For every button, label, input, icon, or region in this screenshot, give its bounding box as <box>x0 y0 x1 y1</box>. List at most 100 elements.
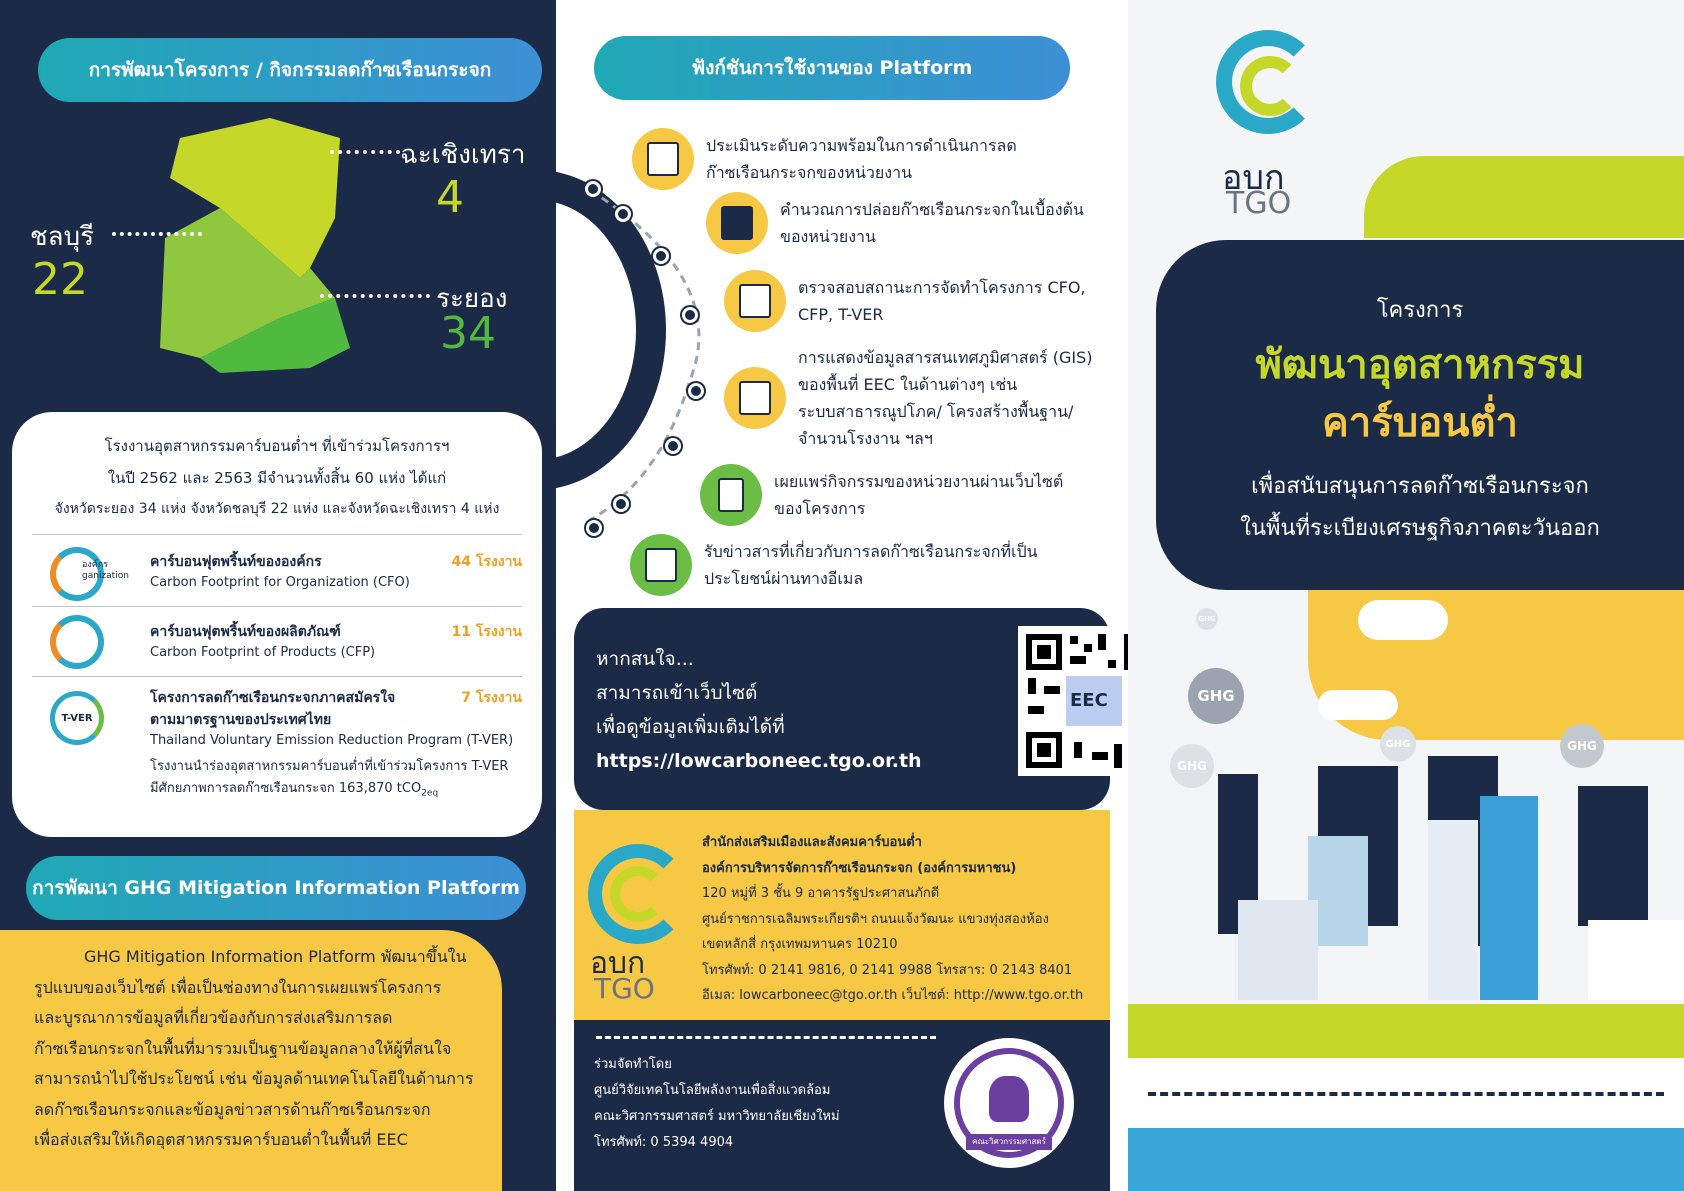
leader-line-rayong <box>320 294 430 298</box>
timeline-node-6 <box>665 438 681 454</box>
cover-sub-2: ในพื้นที่ระเบียงเศรษฐกิจภาคตะวันออก <box>1240 516 1600 541</box>
panel-right <box>1128 0 1684 1191</box>
cloud-2 <box>1318 690 1398 720</box>
building-dark-4 <box>1578 786 1648 926</box>
address-org1: สำนักส่งเสริมเมืองและสังคมคาร์บอนต่ำ <box>702 835 922 850</box>
address-org2: องค์การบริหารจัดการก๊าซเรือนกระจก (องค์ก… <box>702 860 1017 876</box>
function-calculate-text: คำนวณการปล่อยก๊าซเรือนกระจกในเบื้องต้นขอ… <box>780 196 1084 250</box>
function-status: ตรวจสอบสถานะการจัดทำโครงการ CFO, CFP, T-V… <box>724 270 1086 332</box>
contact-url[interactable]: https://lowcarboneec.tgo.or.th <box>596 750 922 772</box>
cfo-logo-text: องค์กร ganization <box>82 560 129 581</box>
function-calculate-l1: คำนวณการปล่อยก๊าซเรือนกระจกในเบื้องต้น <box>780 200 1084 219</box>
function-publish-l2: ของโครงการ <box>774 499 866 518</box>
elephant-icon <box>989 1076 1029 1122</box>
address-box: อบก TGO สำนักส่งเสริมเมืองและสังคมคาร์บอ… <box>574 810 1110 1020</box>
cfo-logo-icon <box>50 547 104 601</box>
function-status-l1: ตรวจสอบสถานะการจัดทำโครงการ CFO, <box>798 278 1086 297</box>
grass-strip <box>1128 1004 1684 1058</box>
count-chonburi: 22 <box>32 254 88 305</box>
card-line-2: ในปี 2562 และ 2563 มีจำนวนทั้งสิ้น 60 แห… <box>107 469 447 487</box>
function-gis-l4: จำนวนโรงงาน ฯลฯ <box>798 429 933 448</box>
qr-eec-label: EEC <box>1070 690 1108 711</box>
section-header-functions: ฟังก์ชันการใช้งานของ Platform <box>594 36 1070 100</box>
timeline-node-4 <box>682 307 698 323</box>
function-assess: ประเมินระดับความพร้อมในการดำเนินการลดก๊า… <box>632 128 1017 190</box>
road-marking <box>1148 1092 1664 1096</box>
tgo-logo-th: อบก <box>590 946 646 981</box>
contact-l3: เพื่อดูข้อมูลเพิ่มเติมได้ที่ <box>596 716 785 738</box>
label-chachoengsao: ฉะเชิงเทรา <box>400 140 526 170</box>
cover-title-card: โครงการ พัฒนาอุตสาหกรรม คาร์บอนต่ำ เพื่อ… <box>1156 240 1684 590</box>
cfo-count: 44 โรงงาน <box>451 554 523 570</box>
function-email-l1: รับข่าวสารที่เกี่ยวกับการลดก๊าซเรือนกระจ… <box>704 542 1038 561</box>
timeline-node-3 <box>653 248 669 264</box>
count-rayong: 34 <box>440 308 496 359</box>
house <box>1588 920 1684 1000</box>
cfp-count: 11 โรงงาน <box>451 624 523 640</box>
para-line-4: ก๊าซเรือนกระจกในพื้นที่มารวมเป็นฐานข้อมู… <box>34 1038 452 1058</box>
function-gis: การแสดงข้อมูลสารสนเทศภูมิศาสตร์ (GIS)ของ… <box>724 344 1093 452</box>
water <box>1128 1128 1684 1191</box>
cohost-divider <box>596 1036 936 1039</box>
map-search-icon <box>724 367 786 429</box>
cohost-text: ร่วมจัดทำโดย ศูนย์วิจัยเทคโนโลยีพลังงานเ… <box>594 1052 840 1156</box>
label-rayong: ระยอง <box>436 284 508 314</box>
cohost-box: ร่วมจัดทำโดย ศูนย์วิจัยเทคโนโลยีพลังงานเ… <box>574 1020 1110 1191</box>
function-email: รับข่าวสารที่เกี่ยวกับการลดก๊าซเรือนกระจ… <box>630 534 1038 596</box>
tgo-logo-inner-large <box>1240 56 1300 116</box>
timeline-node-8 <box>586 520 602 536</box>
cohost-l2: ศูนย์วิจัยเทคโนโลยีพลังงานเพื่อสิ่งแวดล้… <box>594 1083 831 1098</box>
address-a3: เขตหลักสี่ กรุงเทพมหานคร 10210 <box>702 937 898 952</box>
participation-card: โรงงานอุตสาหกรรมคาร์บอนต่ำฯ ที่เข้าร่วมโ… <box>12 412 542 837</box>
timeline-node-1 <box>585 181 601 197</box>
timeline-node-7 <box>613 496 629 512</box>
ghg-bubble-5: GHG <box>1196 608 1218 630</box>
cmu-seal-text: คณะวิศวกรรมศาสตร์ <box>966 1134 1052 1150</box>
para-line-5: สามารถนำไปใช้ประโยชน์ เช่น ข้อมูลด้านเทค… <box>34 1069 474 1088</box>
tver-title-en: Thailand Voluntary Emission Reduction Pr… <box>150 733 514 748</box>
cohost-l3: คณะวิศวกรรมศาสตร์ มหาวิทยาลัยเชียงใหม่ <box>594 1109 840 1124</box>
label-chonburi: ชลบุรี <box>30 222 95 252</box>
address-a4: โทรศัพท์: 0 2141 9816, 0 2141 9988 โทรสา… <box>702 962 1073 978</box>
function-calculate: คำนวณการปล่อยก๊าซเรือนกระจกในเบื้องต้นขอ… <box>706 192 1084 254</box>
tgo-logo-en-large: TGO <box>1226 186 1292 221</box>
function-gis-text: การแสดงข้อมูลสารสนเทศภูมิศาสตร์ (GIS)ของ… <box>798 344 1093 452</box>
address-a1: 120 หมู่ที่ 3 ชั้น 9 อาคารรัฐประศาสนภักด… <box>702 886 940 901</box>
row-cfp: คาร์บอนฟุตพริ้นท์ของผลิตภัณฑ์ Carbon Foo… <box>32 606 522 676</box>
function-status-l2: CFP, T-VER <box>798 305 884 324</box>
cfp-logo-icon <box>50 615 104 669</box>
cfp-title-en: Carbon Footprint of Products (CFP) <box>150 645 376 660</box>
contact-l2: สามารถเข้าเว็บไซต์ <box>596 682 758 704</box>
cloud-1 <box>1358 600 1448 640</box>
para-line-6: ลดก๊าซเรือนกระจกและข้อมูลข่าวสารด้านก๊าซ… <box>34 1099 431 1119</box>
row-tver: T-VER โครงการลดก๊าซเรือนกระจกภาคสมัครใจ … <box>32 676 522 816</box>
tower-1 <box>1428 820 1478 1000</box>
cfp-title-th: คาร์บอนฟุตพริ้นท์ของผลิตภัณฑ์ <box>150 624 341 640</box>
tver-note-2: มีศักยภาพการลดก๊าซเรือนกระจก 163,870 tCO… <box>150 777 438 799</box>
function-status-text: ตรวจสอบสถานะการจัดทำโครงการ CFO, CFP, T-V… <box>798 274 1086 328</box>
ghg-bubble-4: GHG <box>1380 726 1416 762</box>
tower-blue <box>1480 796 1538 1000</box>
calculator-icon <box>706 192 768 254</box>
tgo-logo-inner <box>610 866 666 922</box>
timeline-arc <box>589 188 701 522</box>
cfo-title-en: Carbon Footprint for Organization (CFO) <box>150 575 410 590</box>
section-header-development: การพัฒนาโครงการ / กิจกรรมลดก๊าซเรือนกระจ… <box>38 38 542 102</box>
leader-line-chachoengsao <box>330 150 400 154</box>
map-region-chachoengsao <box>170 118 340 278</box>
tver-note-2-sub: 2eq <box>421 788 439 799</box>
contact-l1: หากสนใจ... <box>596 648 694 670</box>
function-calculate-l2: ของหน่วยงาน <box>780 227 876 246</box>
tver-logo-icon: T-VER <box>50 691 104 745</box>
count-chachoengsao: 4 <box>436 172 464 223</box>
decor-lime-band <box>1364 156 1684 238</box>
cover-title-1: พัฒนาอุตสาหกรรม <box>1255 342 1585 388</box>
cfo-title-th: คาร์บอนฟุตพริ้นท์ขององค์กร <box>150 554 322 570</box>
platform-description: GHG Mitigation Information Platform พัฒน… <box>34 942 474 1156</box>
map-region-rayong <box>200 298 350 373</box>
ghg-bubble-2: GHG <box>1560 724 1604 768</box>
function-gis-l1: การแสดงข้อมูลสารสนเทศภูมิศาสตร์ (GIS) <box>798 348 1093 367</box>
card-line-3: จังหวัดระยอง 34 แห่ง จังหวัดชลบุรี 22 แห… <box>54 501 500 517</box>
address-text: สำนักส่งเสริมเมืองและสังคมคาร์บอนต่ำ องค… <box>702 830 1083 1009</box>
checklist-icon <box>724 270 786 332</box>
